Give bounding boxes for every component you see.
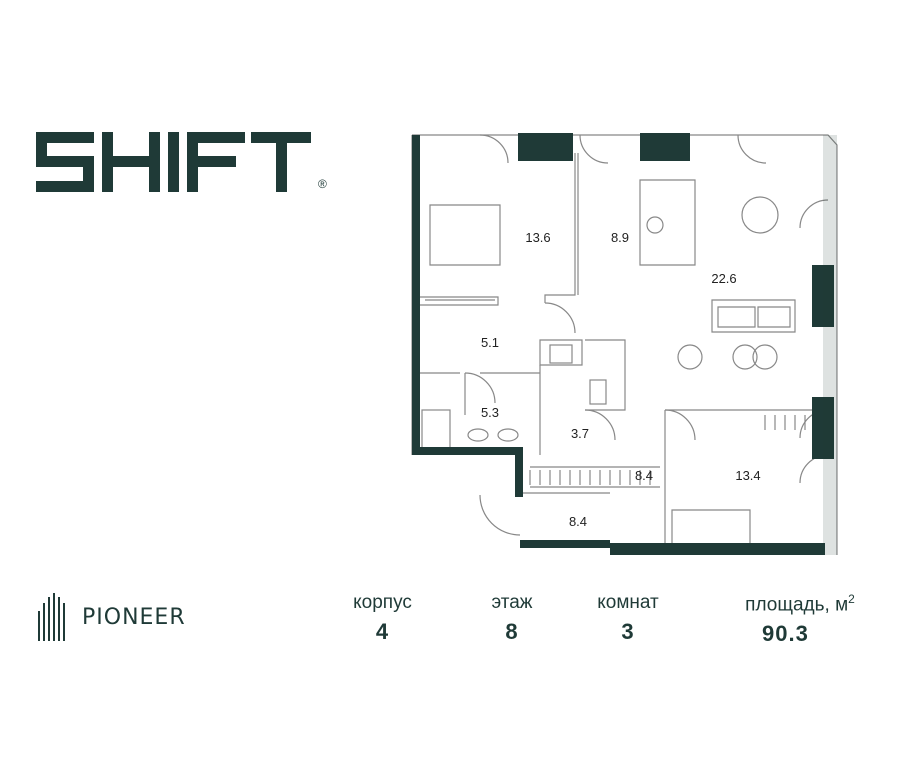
stat-area-label: площадь, м (745, 594, 849, 616)
pioneer-wordmark: PIONEER (82, 604, 186, 630)
stat-rooms-label: комнат (597, 592, 659, 613)
floor-plan: 13.6 8.9 22.6 5.1 5.3 3.7 8.4 8.4 13.4 (411, 133, 838, 555)
room-area-bathroom: 5.3 (481, 405, 499, 420)
stat-building-value: 4 (375, 619, 390, 644)
stat-area-unit-sup: 2 (848, 592, 855, 606)
room-area-laundry: 3.7 (571, 426, 589, 441)
room-area-bedroom-2: 13.4 (735, 468, 760, 483)
room-area-kitchen: 8.9 (611, 230, 629, 245)
stat-floor: этаж 8 (472, 592, 552, 645)
stat-floor-label: этаж (491, 592, 533, 613)
stat-area-label-row: площадь, м2 (720, 592, 880, 616)
stat-rooms: комнат 3 (578, 592, 678, 645)
room-area-bedroom-1: 13.6 (525, 230, 550, 245)
room-area-wardrobe: 5.1 (481, 335, 499, 350)
shift-logo: ® (36, 132, 327, 192)
room-area-hall-1: 8.4 (635, 468, 653, 483)
pioneer-logo-icon (38, 593, 65, 641)
registered-mark: ® (318, 177, 327, 191)
stat-area: площадь, м2 90.3 (720, 592, 880, 647)
stat-floor-value: 8 (505, 619, 519, 644)
room-area-hall-2: 8.4 (569, 514, 587, 529)
pioneer-brand: PIONEER (38, 592, 186, 642)
stat-rooms-value: 3 (621, 619, 635, 644)
room-area-living: 22.6 (711, 271, 736, 286)
stat-area-value: 90.3 (762, 621, 809, 647)
stat-building: корпус 4 (345, 592, 420, 645)
stat-building-label: корпус (353, 592, 412, 613)
